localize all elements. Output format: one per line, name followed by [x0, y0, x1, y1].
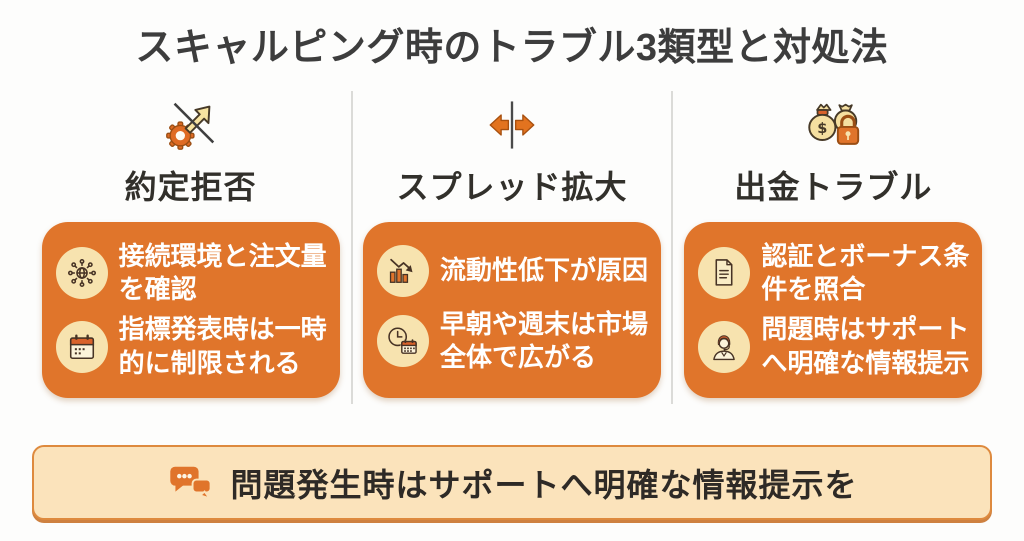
- rejection-card: 接続環境と注文量を確認: [41, 222, 340, 398]
- svg-text:$: $: [818, 121, 828, 137]
- list-item: 流動性低下が原因: [376, 244, 651, 297]
- item-text: 指標発表時は一時的に制限される: [118, 313, 327, 378]
- item-text: 早朝や週末は市場全体で広がる: [439, 308, 648, 373]
- declining-chart-icon: [376, 244, 429, 297]
- gear-arrow-rejected-icon: [160, 93, 222, 157]
- item-text: 接続環境と注文量を確認: [118, 240, 327, 305]
- footer-text: 問題発生時はサポートへ明確な情報提示を: [230, 466, 858, 503]
- column-withdrawal: $ 出金トラブル: [673, 91, 994, 404]
- page-title: スキャルピング時のトラブル3類型と対処法: [135, 27, 889, 69]
- list-item: 問題時はサポートへ明確な情報提示: [698, 313, 972, 381]
- item-text: 認証とボーナス条件を照合: [761, 240, 970, 305]
- item-text: 問題時はサポートへ明確な情報提示: [761, 313, 970, 378]
- spread-card: 流動性低下が原因: [362, 222, 661, 398]
- spread-arrows-icon: [483, 93, 541, 157]
- chat-bubbles-icon: [166, 462, 214, 504]
- money-bag-lock-icon: $: [802, 93, 864, 157]
- list-item: 指標発表時は一時的に制限される: [55, 313, 330, 381]
- document-icon: [698, 247, 751, 300]
- column-rejection: 約定拒否: [30, 91, 351, 404]
- footer-banner: 問題発生時はサポートへ明確な情報提示を: [32, 445, 992, 520]
- list-item: 認証とボーナス条件を照合: [698, 240, 972, 308]
- column-heading: 約定拒否: [124, 169, 257, 205]
- item-text: 流動性低下が原因: [439, 254, 648, 285]
- column-heading: 出金トラブル: [734, 169, 933, 205]
- network-icon: [55, 247, 108, 300]
- columns-row: 約定拒否: [30, 91, 994, 404]
- column-heading: スプレッド拡大: [396, 169, 628, 205]
- list-item: 早朝や週末は市場全体で広がる: [376, 308, 651, 376]
- support-agent-icon: [698, 320, 751, 373]
- calendar-icon: [55, 320, 108, 373]
- column-spread: スプレッド拡大 流動性低下が原: [351, 91, 673, 404]
- list-item: 接続環境と注文量を確認: [55, 240, 330, 308]
- withdrawal-card: 認証とボーナス条件を照合 問題時はサポ: [684, 222, 983, 398]
- clock-calendar-icon: [376, 315, 429, 368]
